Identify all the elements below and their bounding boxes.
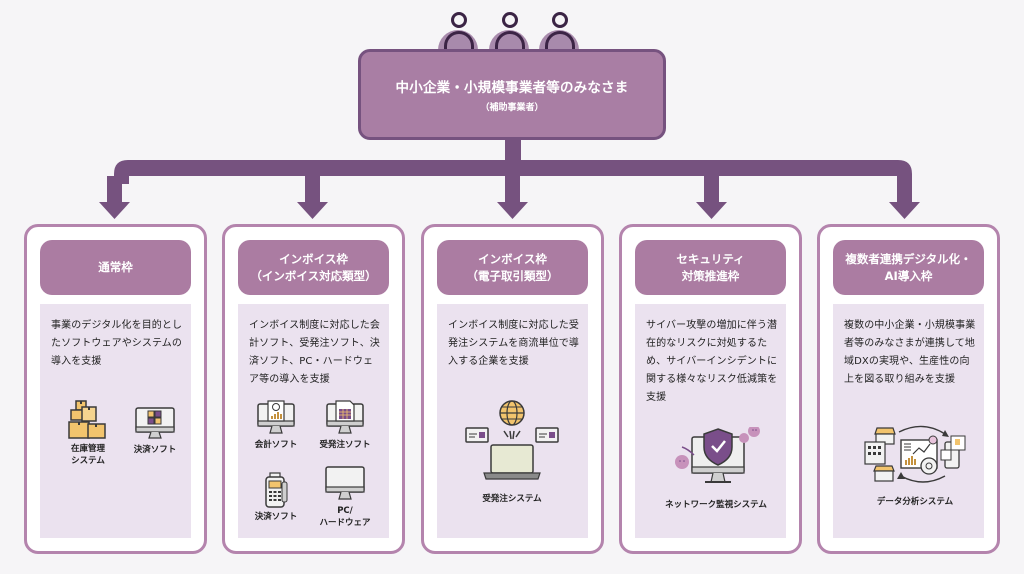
card-multi-company-dx-ai: 複数者連携デジタル化・ AI導入枠 複数の中小企業・小規模事業者等のみなさまが連… — [817, 224, 1000, 554]
shield-monitor-virus-icon — [675, 427, 760, 483]
icon-item: ネットワーク監視システム — [643, 427, 789, 511]
card-description: サイバー攻撃の増加に伴う潜在的なリスクに対処するため、サイバーインシデントに関す… — [646, 320, 778, 403]
inventory-boxes-icon — [68, 400, 106, 439]
card-regular: 通常枠 事業のデジタル化を目的としたソフトウェアやシステムの導入を支援 在庫管理… — [24, 224, 207, 554]
card-invoice-ecommerce: インボイス枠 （電子取引類型） インボイス制度に対応した受発注システムを商流単位… — [421, 224, 604, 554]
icon-label: PC/ハードウェア — [319, 506, 371, 528]
card-subtitle: 対策推進枠 — [681, 268, 740, 283]
arrow-card-4 — [696, 168, 727, 219]
card-header: インボイス枠 （インボイス対応類型） — [238, 240, 389, 295]
icon-item: 受発注システム — [457, 399, 567, 505]
card-subtitle: （インボイス対応類型） — [250, 268, 377, 283]
icon-item: 会計ソフト — [246, 400, 306, 451]
icon-label: 受発注ソフト — [319, 440, 371, 450]
arrow-card-1 — [99, 176, 130, 219]
card-header: 通常枠 — [40, 240, 191, 295]
card-header: インボイス枠 （電子取引類型） — [437, 240, 588, 295]
payment-terminal-icon — [265, 472, 288, 508]
card-title: インボイス枠 — [478, 251, 547, 266]
icon-label: ネットワーク監視システム — [665, 500, 767, 510]
icon-label: 受発注システム — [482, 494, 542, 504]
pc-monitor-icon — [325, 466, 365, 500]
icon-item: PC/ハードウェア — [310, 466, 380, 529]
card-header: 複数者連携デジタル化・ AI導入枠 — [833, 240, 984, 295]
globe-laptop-network-icon — [465, 400, 559, 480]
icon-label: 決済ソフト — [133, 445, 177, 455]
arrow-card-5 — [889, 176, 920, 219]
card-invoice-support: インボイス枠 （インボイス対応類型） インボイス制度に対応した会計ソフト、受発注… — [222, 224, 405, 554]
data-analysis-cycle-icon — [864, 425, 966, 483]
icon-label: 会計ソフト — [254, 440, 298, 450]
icon-label: 在庫管理システム — [70, 444, 105, 466]
icon-item: 決済ソフト — [120, 407, 190, 456]
icon-item: 決済ソフト — [246, 472, 306, 523]
card-subtitle: （電子取引類型） — [466, 268, 559, 283]
card-body: 複数の中小企業・小規模事業者等のみなさまが連携して地域DXの実現や、生産性の向上… — [833, 304, 984, 538]
card-title: セキュリティ — [676, 251, 745, 266]
order-software-monitor-icon — [326, 400, 364, 434]
card-body: インボイス制度に対応した受発注システムを商流単位で導入する企業を支援 — [437, 304, 588, 538]
payment-software-monitor-icon — [135, 407, 175, 439]
card-title: インボイス枠 — [279, 251, 348, 266]
card-body: 事業のデジタル化を目的としたソフトウェアやシステムの導入を支援 在庫管理システム — [40, 304, 191, 538]
card-subtitle: AI導入枠 — [884, 268, 933, 283]
people-icon — [438, 12, 590, 66]
card-description: インボイス制度に対応した受発注システムを商流単位で導入する企業を支援 — [448, 320, 579, 367]
icon-item: 在庫管理システム — [58, 400, 118, 467]
icon-label: データ分析システム — [876, 497, 954, 507]
card-body: サイバー攻撃の増加に伴う潜在的なリスクに対処するため、サイバーインシデントに関す… — [635, 304, 786, 538]
beneficiary-subtitle: （補助事業者） — [480, 103, 544, 113]
icon-item: データ分析システム — [843, 424, 987, 508]
beneficiary-title: 中小企業・小規模事業者等のみなさま — [395, 80, 629, 96]
card-title: 複数者連携デジタル化・ — [845, 251, 972, 266]
accounting-software-monitor-icon — [257, 400, 295, 434]
icon-item: 受発注ソフト — [310, 400, 380, 451]
icon-label: 決済ソフト — [254, 512, 298, 522]
beneficiary-box: 中小企業・小規模事業者等のみなさま （補助事業者） — [358, 49, 666, 140]
card-header: セキュリティ 対策推進枠 — [635, 240, 786, 295]
card-title: 通常枠 — [98, 260, 133, 274]
arrow-card-2 — [297, 168, 328, 219]
card-body: インボイス制度に対応した会計ソフト、受発注ソフト、決済ソフト、PC・ハードウェア… — [238, 304, 389, 538]
card-description: インボイス制度に対応した会計ソフト、受発注ソフト、決済ソフト、PC・ハードウェア… — [249, 320, 380, 385]
card-description: 事業のデジタル化を目的としたソフトウェアやシステムの導入を支援 — [51, 320, 183, 367]
card-description: 複数の中小企業・小規模事業者等のみなさまが連携して地域DXの実現や、生産性の向上… — [844, 320, 976, 385]
arrow-card-3 — [497, 168, 528, 219]
card-security: セキュリティ 対策推進枠 サイバー攻撃の増加に伴う潜在的なリスクに対処するため、… — [619, 224, 802, 554]
